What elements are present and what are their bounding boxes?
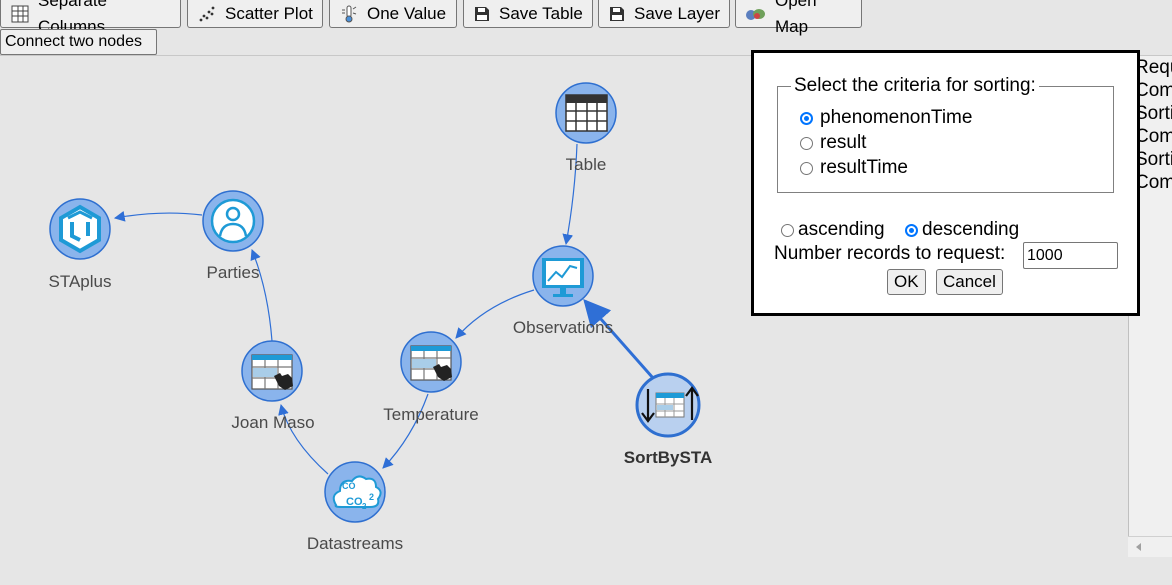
radio-unchecked[interactable]	[800, 161, 813, 175]
node-label-staplus: STAplus	[49, 272, 112, 291]
separate-columns-button[interactable]: Separate Columns	[0, 0, 181, 36]
sort-criteria-legend: Select the criteria for sorting:	[794, 75, 1036, 96]
edge-datastreams-joanmaso	[278, 403, 329, 475]
one-value-label: One Value	[367, 3, 447, 23]
number-records-input[interactable]	[1023, 242, 1118, 269]
table-pointer-icon	[410, 345, 452, 381]
open-map-label: Open Map	[775, 0, 817, 36]
floppy-disk-icon	[475, 6, 489, 21]
co2-cloud-icon: CO CO 2 2	[332, 475, 382, 511]
save-table-label: Save Table	[499, 3, 583, 23]
node-parties[interactable]: Parties	[202, 190, 264, 282]
log-line: Com	[1135, 172, 1172, 193]
log-line: Sorti	[1135, 149, 1172, 170]
criteria-option-resulttime[interactable]: resultTime	[800, 157, 908, 179]
one-value-button[interactable]: One Value	[329, 0, 457, 28]
connect-two-nodes-button[interactable]: Connect two nodes	[0, 29, 157, 55]
log-line: Com	[1135, 80, 1172, 101]
chart-monitor-icon	[542, 258, 584, 297]
edge-parties-staplus	[113, 210, 203, 222]
order-option-descending[interactable]: descending	[905, 219, 1019, 241]
criteria-option-result[interactable]: result	[800, 132, 866, 154]
node-label-temperature: Temperature	[383, 405, 478, 424]
node-staplus[interactable]: STAplus	[49, 198, 112, 291]
log-line: Sorti	[1135, 103, 1172, 124]
scatter-plot-icon	[199, 6, 215, 21]
radio-checked[interactable]	[905, 223, 918, 237]
user-icon	[210, 198, 256, 244]
edge-observations-temperature	[455, 289, 535, 339]
map-icon	[746, 8, 765, 20]
graph-edges	[113, 143, 655, 475]
table-columns-icon	[11, 5, 29, 22]
staplus-logo-icon	[59, 204, 101, 254]
node-joan-maso[interactable]: Joan Maso	[231, 340, 315, 432]
criteria-option-phenomenontime[interactable]: phenomenonTime	[800, 107, 972, 129]
svg-text:2: 2	[369, 492, 374, 502]
criteria-label: phenomenonTime	[820, 107, 973, 128]
open-map-button[interactable]: Open Map	[735, 0, 862, 36]
radio-checked[interactable]	[800, 111, 813, 125]
node-sortbysta[interactable]: SortBySTA	[624, 372, 712, 467]
save-table-button[interactable]: Save Table	[463, 0, 593, 28]
scatter-plot-button[interactable]: Scatter Plot	[187, 0, 323, 28]
svg-text:2: 2	[362, 502, 367, 511]
log-line: Requ	[1135, 57, 1172, 78]
sort-table-icon	[641, 386, 699, 423]
order-label: ascending	[798, 219, 885, 240]
order-label: descending	[922, 219, 1020, 240]
svg-text:CO: CO	[346, 496, 363, 508]
floppy-disk-icon	[610, 6, 624, 21]
node-label-datastreams: Datastreams	[307, 534, 403, 553]
table-pointer-icon	[251, 354, 293, 390]
node-label-joan-maso: Joan Maso	[231, 413, 314, 432]
edge-joanmaso-parties	[250, 248, 273, 342]
scroll-left-arrow-icon[interactable]	[1132, 538, 1146, 556]
node-label-parties: Parties	[207, 263, 260, 282]
node-label-observations: Observations	[513, 318, 613, 337]
node-label-sortbysta: SortBySTA	[624, 448, 712, 467]
node-temperature[interactable]: Temperature	[383, 331, 479, 424]
radio-unchecked[interactable]	[781, 223, 794, 237]
svg-text:CO: CO	[342, 481, 356, 491]
order-option-ascending[interactable]: ascending	[781, 219, 885, 241]
edge-table-observations	[562, 143, 578, 246]
horizontal-scrollbar[interactable]	[1128, 536, 1172, 557]
criteria-label: resultTime	[820, 157, 908, 178]
edge-temperature-datastreams	[382, 393, 429, 469]
criteria-label: result	[820, 132, 867, 153]
scatter-plot-label: Scatter Plot	[225, 3, 313, 23]
thermometer-icon	[342, 5, 357, 22]
radio-unchecked[interactable]	[800, 136, 813, 150]
ok-button[interactable]: OK	[887, 269, 926, 295]
sort-dialog: Select the criteria for sorting: phenome…	[751, 50, 1140, 316]
number-records-label: Number records to request:	[774, 243, 1006, 264]
edge-sortbysta-observations	[583, 298, 655, 379]
save-layer-label: Save Layer	[634, 3, 720, 23]
sort-criteria-fieldset: Select the criteria for sorting:	[777, 75, 1114, 193]
save-layer-button[interactable]: Save Layer	[598, 0, 730, 28]
table-icon	[565, 94, 608, 132]
cancel-button[interactable]: Cancel	[936, 269, 1003, 295]
log-line: Com	[1135, 126, 1172, 147]
toolbar-divider	[0, 55, 1172, 56]
graph-canvas[interactable]: Table Observations Parties STAplus	[0, 56, 1128, 556]
node-label-table: Table	[566, 155, 607, 174]
node-table[interactable]: Table	[555, 82, 617, 174]
node-datastreams[interactable]: CO CO 2 2 Datastreams	[307, 461, 403, 553]
node-observations[interactable]: Observations	[513, 245, 613, 337]
